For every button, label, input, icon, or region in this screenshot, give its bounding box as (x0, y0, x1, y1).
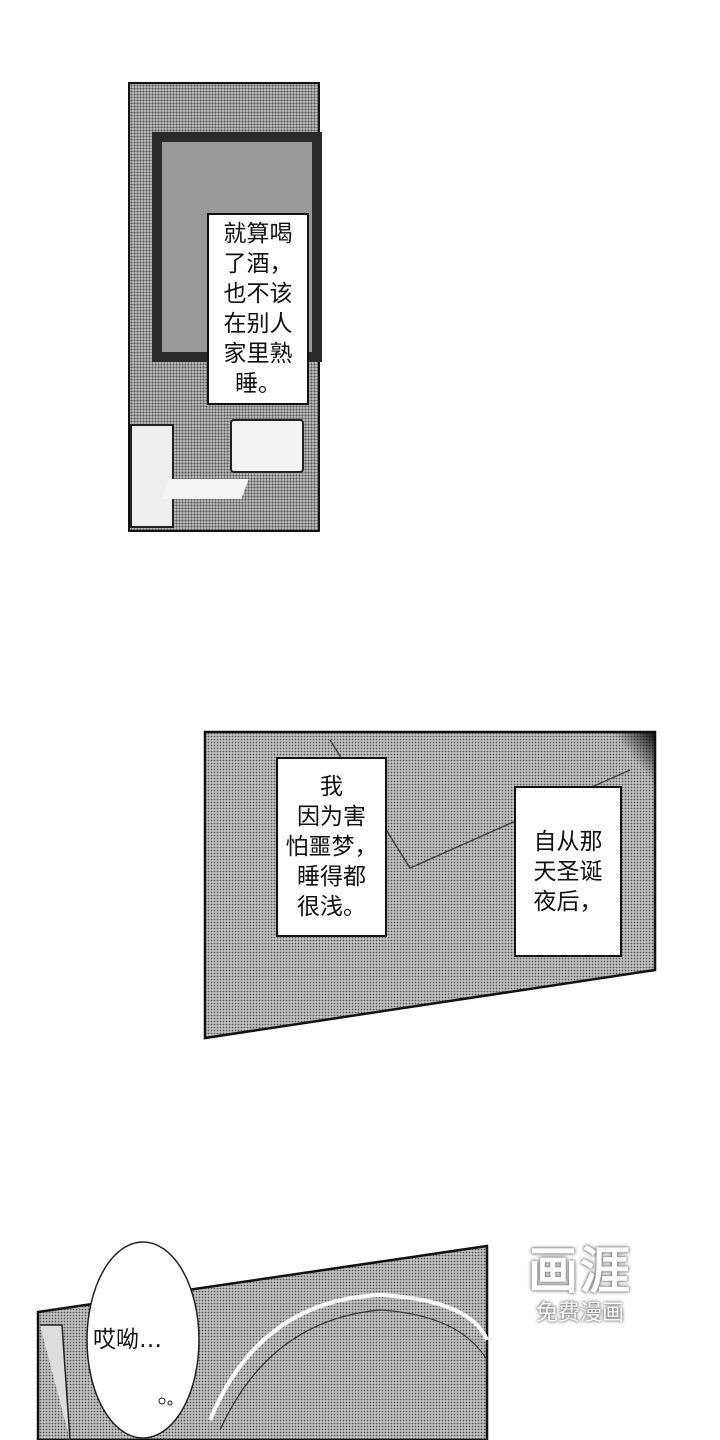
cup-right (230, 419, 304, 473)
caption-line: 天圣诞 (533, 858, 603, 885)
watermark-tagline: 免费漫画 (535, 1301, 624, 1326)
caption-line: 很浅。 (297, 894, 366, 920)
speech-bubble-text: 哎呦… (93, 1327, 162, 1353)
watermark: 画涯 免费漫画 (515, 1242, 645, 1328)
caption-line: 自从那 (533, 828, 603, 855)
caption-box-2: 我 因为害 怕噩梦， 睡得都 很浅。 (276, 757, 387, 937)
caption-line: 也不该 (223, 281, 293, 307)
caption-box-3: 自从那 天圣诞 夜后， (514, 786, 622, 957)
caption-line: 睡得都 (297, 864, 366, 890)
caption-line: 在别人 (223, 311, 293, 337)
caption-line: 家里熟 (223, 341, 293, 367)
caption-line: 了酒， (223, 251, 293, 277)
caption-line: 我 (320, 774, 343, 800)
caption-line: 就算喝 (223, 221, 293, 247)
caption-box-1: 就算喝 了酒， 也不该 在别人 家里熟 睡。 (207, 213, 309, 405)
caption-line: 因为害 (297, 804, 366, 830)
caption-line: 睡。 (235, 371, 281, 397)
watermark-logo: 画涯 (528, 1242, 632, 1300)
cup-left (130, 424, 174, 528)
caption-line: 夜后， (533, 888, 603, 915)
caption-line: 怕噩梦， (285, 834, 378, 860)
